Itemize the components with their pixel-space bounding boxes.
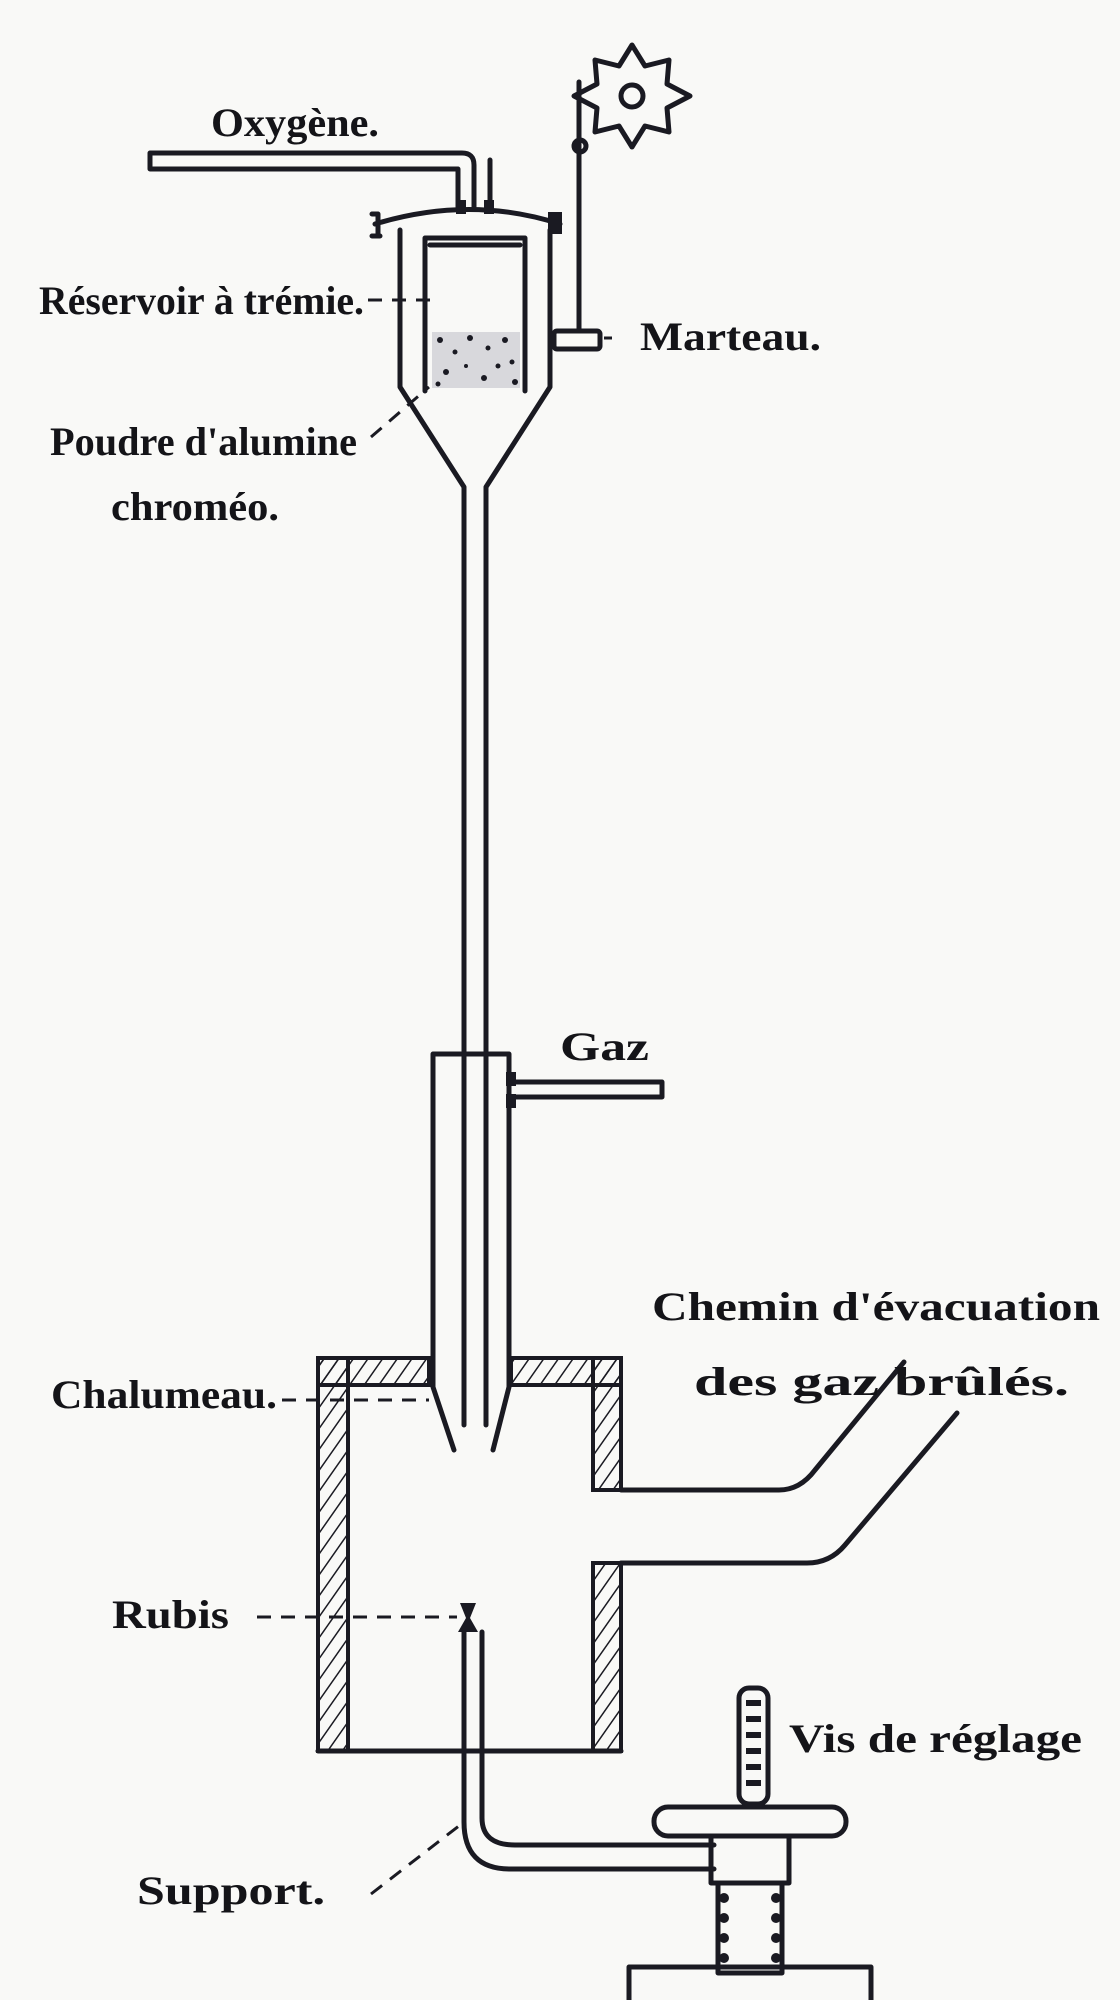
adjusting-screw bbox=[626, 1685, 874, 2000]
label-support: Support. bbox=[137, 1868, 325, 1913]
label-hopper: Réservoir à trémie. bbox=[39, 278, 364, 323]
gas-sleeve bbox=[430, 1051, 665, 1453]
label-gas: Gaz bbox=[560, 1024, 649, 1069]
label-exhaust-line1: Chemin d'évacuation bbox=[652, 1284, 1100, 1329]
oxygen-pipe bbox=[147, 150, 493, 210]
label-powder-line2: chroméo. bbox=[111, 484, 279, 529]
label-ruby: Rubis bbox=[112, 1592, 229, 1637]
support-rod bbox=[461, 1629, 717, 1872]
leader-support bbox=[370, 1820, 465, 1896]
label-torch: Chalumeau. bbox=[51, 1372, 277, 1417]
cam-wheel-icon bbox=[571, 42, 693, 150]
label-powder-line1: Poudre d'alumine bbox=[50, 419, 357, 464]
label-exhaust-line2: des gaz brûlés. bbox=[694, 1359, 1069, 1404]
ruby-boule bbox=[458, 1603, 478, 1632]
leader-powder bbox=[370, 385, 430, 439]
label-adjust-screw: Vis de réglage bbox=[789, 1716, 1082, 1761]
hammer bbox=[551, 79, 603, 352]
exhaust-channel bbox=[618, 1359, 960, 1566]
feed-tube bbox=[461, 1057, 489, 1428]
furnace bbox=[315, 1356, 960, 1754]
alumina-powder bbox=[432, 332, 520, 388]
hopper-reservoir bbox=[369, 207, 563, 1063]
label-oxygen: Oxygène. bbox=[211, 100, 379, 145]
label-hammer: Marteau. bbox=[640, 314, 821, 359]
